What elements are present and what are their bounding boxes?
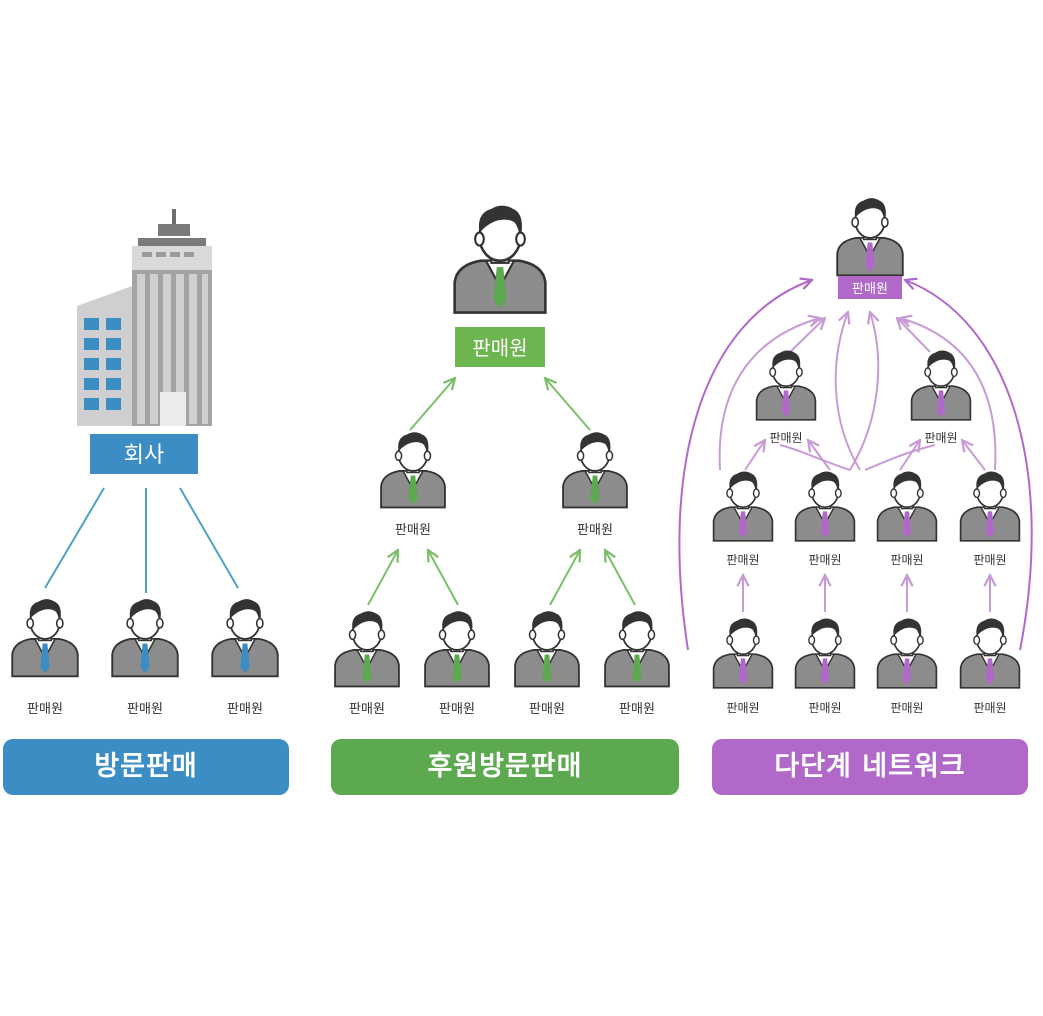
seller-person-icon <box>453 205 547 314</box>
seller-person-icon <box>959 471 1021 542</box>
seller-label: 판매원 <box>726 701 759 715</box>
seller-label: 판매원 <box>529 702 565 717</box>
seller-person-icon <box>794 471 856 542</box>
seller-person-icon <box>876 618 938 689</box>
seller-person-icon <box>959 618 1021 689</box>
seller-label: 판매원 <box>890 553 923 567</box>
connector-lines <box>44 487 239 593</box>
network-arrows <box>678 280 1033 651</box>
seller-label: 판매원 <box>808 553 841 567</box>
seller-person-icon <box>794 618 856 689</box>
seller-label: 판매원 <box>973 701 1006 715</box>
multi-level-network-banner: 다단계 네트워크 <box>712 739 1028 795</box>
seller-person-icon <box>514 611 580 688</box>
top-seller-label-box <box>838 276 902 299</box>
seller-person-icon <box>755 350 817 421</box>
seller-label: 판매원 <box>619 702 655 717</box>
seller-person-icon <box>910 350 972 421</box>
seller-person-icon <box>380 432 446 509</box>
seller-label: 판매원 <box>27 702 63 717</box>
top-seller-label-box <box>455 327 545 367</box>
seller-person-icon <box>836 198 904 277</box>
seller-label: 판매원 <box>577 523 613 538</box>
multi-level-network-section: 판매원 판매원 판매원 판매원 판매원 판매원 판매원 판매원 판매원 판매원 … <box>678 198 1033 715</box>
sponsored-visit-sales-section: 판매원 판매원 판매원 판매원 판매원 판매원 판매원 <box>334 205 670 717</box>
sponsored-visit-sales-banner: 후원방문판매 <box>331 739 679 795</box>
seller-label: 판매원 <box>127 702 163 717</box>
seller-label: 판매원 <box>973 553 1006 567</box>
seller-person-icon <box>211 599 279 678</box>
company-building-icon <box>77 209 212 426</box>
seller-label: 판매원 <box>769 431 802 445</box>
seller-person-icon <box>712 618 774 689</box>
seller-label: 판매원 <box>439 702 475 717</box>
seller-person-icon <box>876 471 938 542</box>
seller-person-icon <box>604 611 670 688</box>
top-seller-label: 판매원 <box>472 336 527 360</box>
seller-person-icon <box>562 432 628 509</box>
visit-sales-section: 회사 판매원 판매원 판매원 <box>11 209 279 717</box>
seller-label: 판매원 <box>395 523 431 538</box>
visit-sales-banner: 방문판매 <box>3 739 289 795</box>
company-label-box <box>90 434 198 474</box>
seller-label: 판매원 <box>808 701 841 715</box>
seller-person-icon <box>424 611 490 688</box>
seller-label: 판매원 <box>227 702 263 717</box>
seller-label: 판매원 <box>924 431 957 445</box>
seller-label: 판매원 <box>349 702 385 717</box>
company-label: 회사 <box>124 443 164 468</box>
seller-person-icon <box>712 471 774 542</box>
top-seller-label: 판매원 <box>852 282 888 297</box>
seller-person-icon <box>334 611 400 688</box>
seller-label: 판매원 <box>726 553 759 567</box>
seller-person-icon <box>11 599 79 678</box>
seller-person-icon <box>111 599 179 678</box>
seller-label: 판매원 <box>890 701 923 715</box>
upline-arrows <box>367 378 636 606</box>
